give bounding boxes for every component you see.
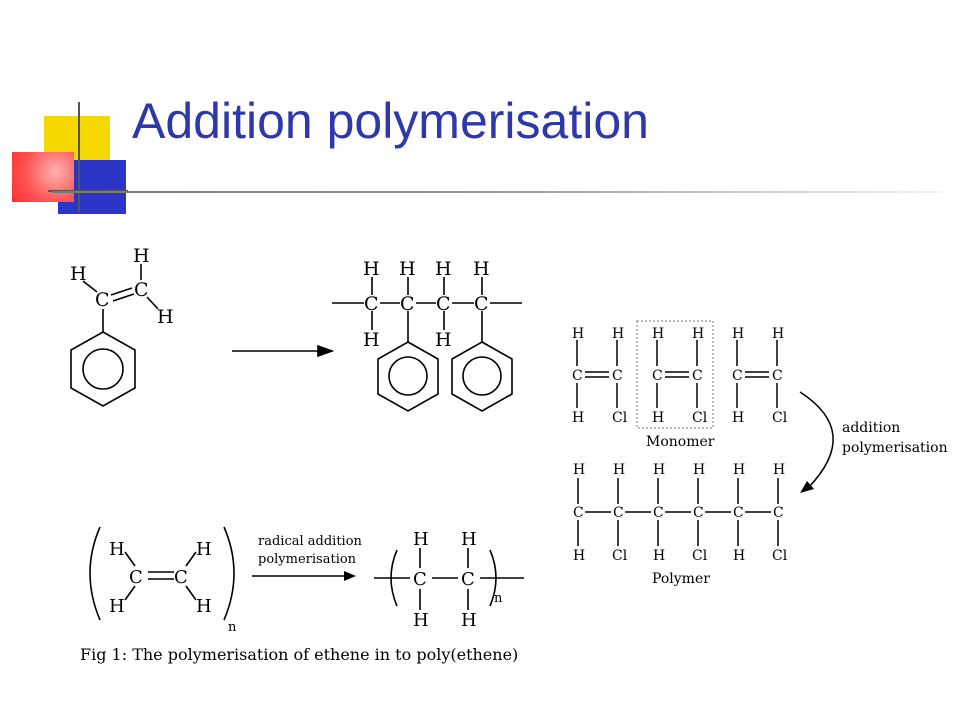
pvc-arrow-label-line2: polymerisation — [842, 440, 948, 456]
pvc-polymer-atom-cl: Cl — [612, 548, 628, 564]
monomer-label: Monomer — [646, 434, 715, 450]
pvc-atom-cl: Cl — [692, 410, 708, 426]
polyethene-subscript-n: n — [494, 591, 503, 606]
ethene-atom-h: H — [196, 539, 212, 560]
polystyrene-atom-h: H — [399, 258, 416, 280]
pvc-atom-c: C — [612, 368, 623, 384]
slide-title: Addition polymerisation — [132, 93, 649, 149]
polystyrene-atom-h: H — [363, 258, 380, 280]
polystyrene-atom-h: H — [363, 329, 380, 351]
styrene-atom-h: H — [157, 306, 174, 328]
styrene-atom-c: C — [134, 279, 149, 301]
polyethene-atom-c: C — [461, 569, 475, 590]
pvc-atom-h: H — [732, 410, 744, 426]
figure-caption: Fig 1: The polymerisation of ethene in t… — [80, 645, 518, 664]
pvc-atom-h: H — [772, 326, 784, 342]
polyethene-atom-h: H — [461, 529, 477, 550]
pvc-atom-h: H — [652, 410, 664, 426]
pvc-atom-c: C — [732, 368, 743, 384]
pvc-atom-c: C — [772, 368, 783, 384]
pvc-polymer-atom-cl: Cl — [692, 548, 708, 564]
ethene-subscript-n: n — [228, 620, 237, 635]
polystyrene-atom-h: H — [435, 329, 452, 351]
pvc-polymer-atom-c: C — [653, 505, 664, 521]
polyethene-atom-h: H — [413, 610, 429, 631]
deco-red-square — [12, 152, 74, 202]
polyethene-atom-h: H — [461, 610, 477, 631]
polystyrene-atom-h: H — [473, 258, 490, 280]
pvc-polymer-atom-h: H — [733, 548, 745, 564]
pvc-polymer-atom-c: C — [613, 505, 624, 521]
polymer-label: Polymer — [652, 571, 710, 587]
pvc-atom-cl: Cl — [612, 410, 628, 426]
ethene-arrow-label-line1: radical addition — [258, 534, 363, 549]
polyethene-atom-h: H — [413, 529, 429, 550]
pvc-polymer-atom-h: H — [613, 462, 625, 478]
ethene-arrow-label-line2: polymerisation — [258, 552, 357, 567]
pvc-polymer-atom-c: C — [573, 505, 584, 521]
pvc-atom-h: H — [572, 326, 584, 342]
ethene-atom-c: C — [174, 567, 188, 588]
pvc-polymer-atom-h: H — [733, 462, 745, 478]
styrene-atom-h: H — [133, 245, 150, 267]
pvc-atom-cl: Cl — [772, 410, 788, 426]
pvc-polymer-atom-c: C — [733, 505, 744, 521]
polystyrene-atom-c: C — [400, 293, 415, 315]
polystyrene-atom-c: C — [364, 293, 379, 315]
deco-vertical-line — [78, 102, 80, 212]
pvc-polymer-atom-h: H — [573, 462, 585, 478]
pvc-polymer-atom-h: H — [693, 462, 705, 478]
pvc-arrow-label-line1: addition — [842, 420, 900, 436]
polystyrene-atom-h: H — [435, 258, 452, 280]
polystyrene-atom-c: C — [474, 293, 489, 315]
ethene-arrow-head — [344, 571, 356, 581]
monomer-highlight-box — [636, 320, 714, 429]
pvc-atom-h: H — [692, 326, 704, 342]
pvc-atom-h: H — [612, 326, 624, 342]
pvc-polymer-atom-c: C — [773, 505, 784, 521]
ethene-atom-h: H — [109, 596, 125, 617]
pvc-atom-h: H — [732, 326, 744, 342]
ethene-atom-h: H — [196, 596, 212, 617]
title-divider — [52, 191, 942, 193]
ethene-atom-c: C — [129, 567, 143, 588]
polyethene-atom-c: C — [413, 569, 427, 590]
pvc-polymer-atom-h: H — [653, 548, 665, 564]
pvc-polymer-atom-cl: Cl — [772, 548, 788, 564]
pvc-polymer-atom-h: H — [653, 462, 665, 478]
curved-arrow-head — [800, 481, 814, 493]
pvc-atom-h: H — [652, 326, 664, 342]
polystyrene-atom-c: C — [436, 293, 451, 315]
pvc-atom-c: C — [692, 368, 703, 384]
pvc-polymer-atom-h: H — [573, 548, 585, 564]
ethene-atom-h: H — [109, 539, 125, 560]
pvc-atom-c: C — [572, 368, 583, 384]
pvc-polymer-atom-c: C — [693, 505, 704, 521]
pvc-atom-h: H — [572, 410, 584, 426]
styrene-atom-h: H — [70, 263, 87, 285]
styrene-atom-c: C — [95, 289, 110, 311]
pvc-atom-c: C — [652, 368, 663, 384]
pvc-polymer-atom-h: H — [773, 462, 785, 478]
